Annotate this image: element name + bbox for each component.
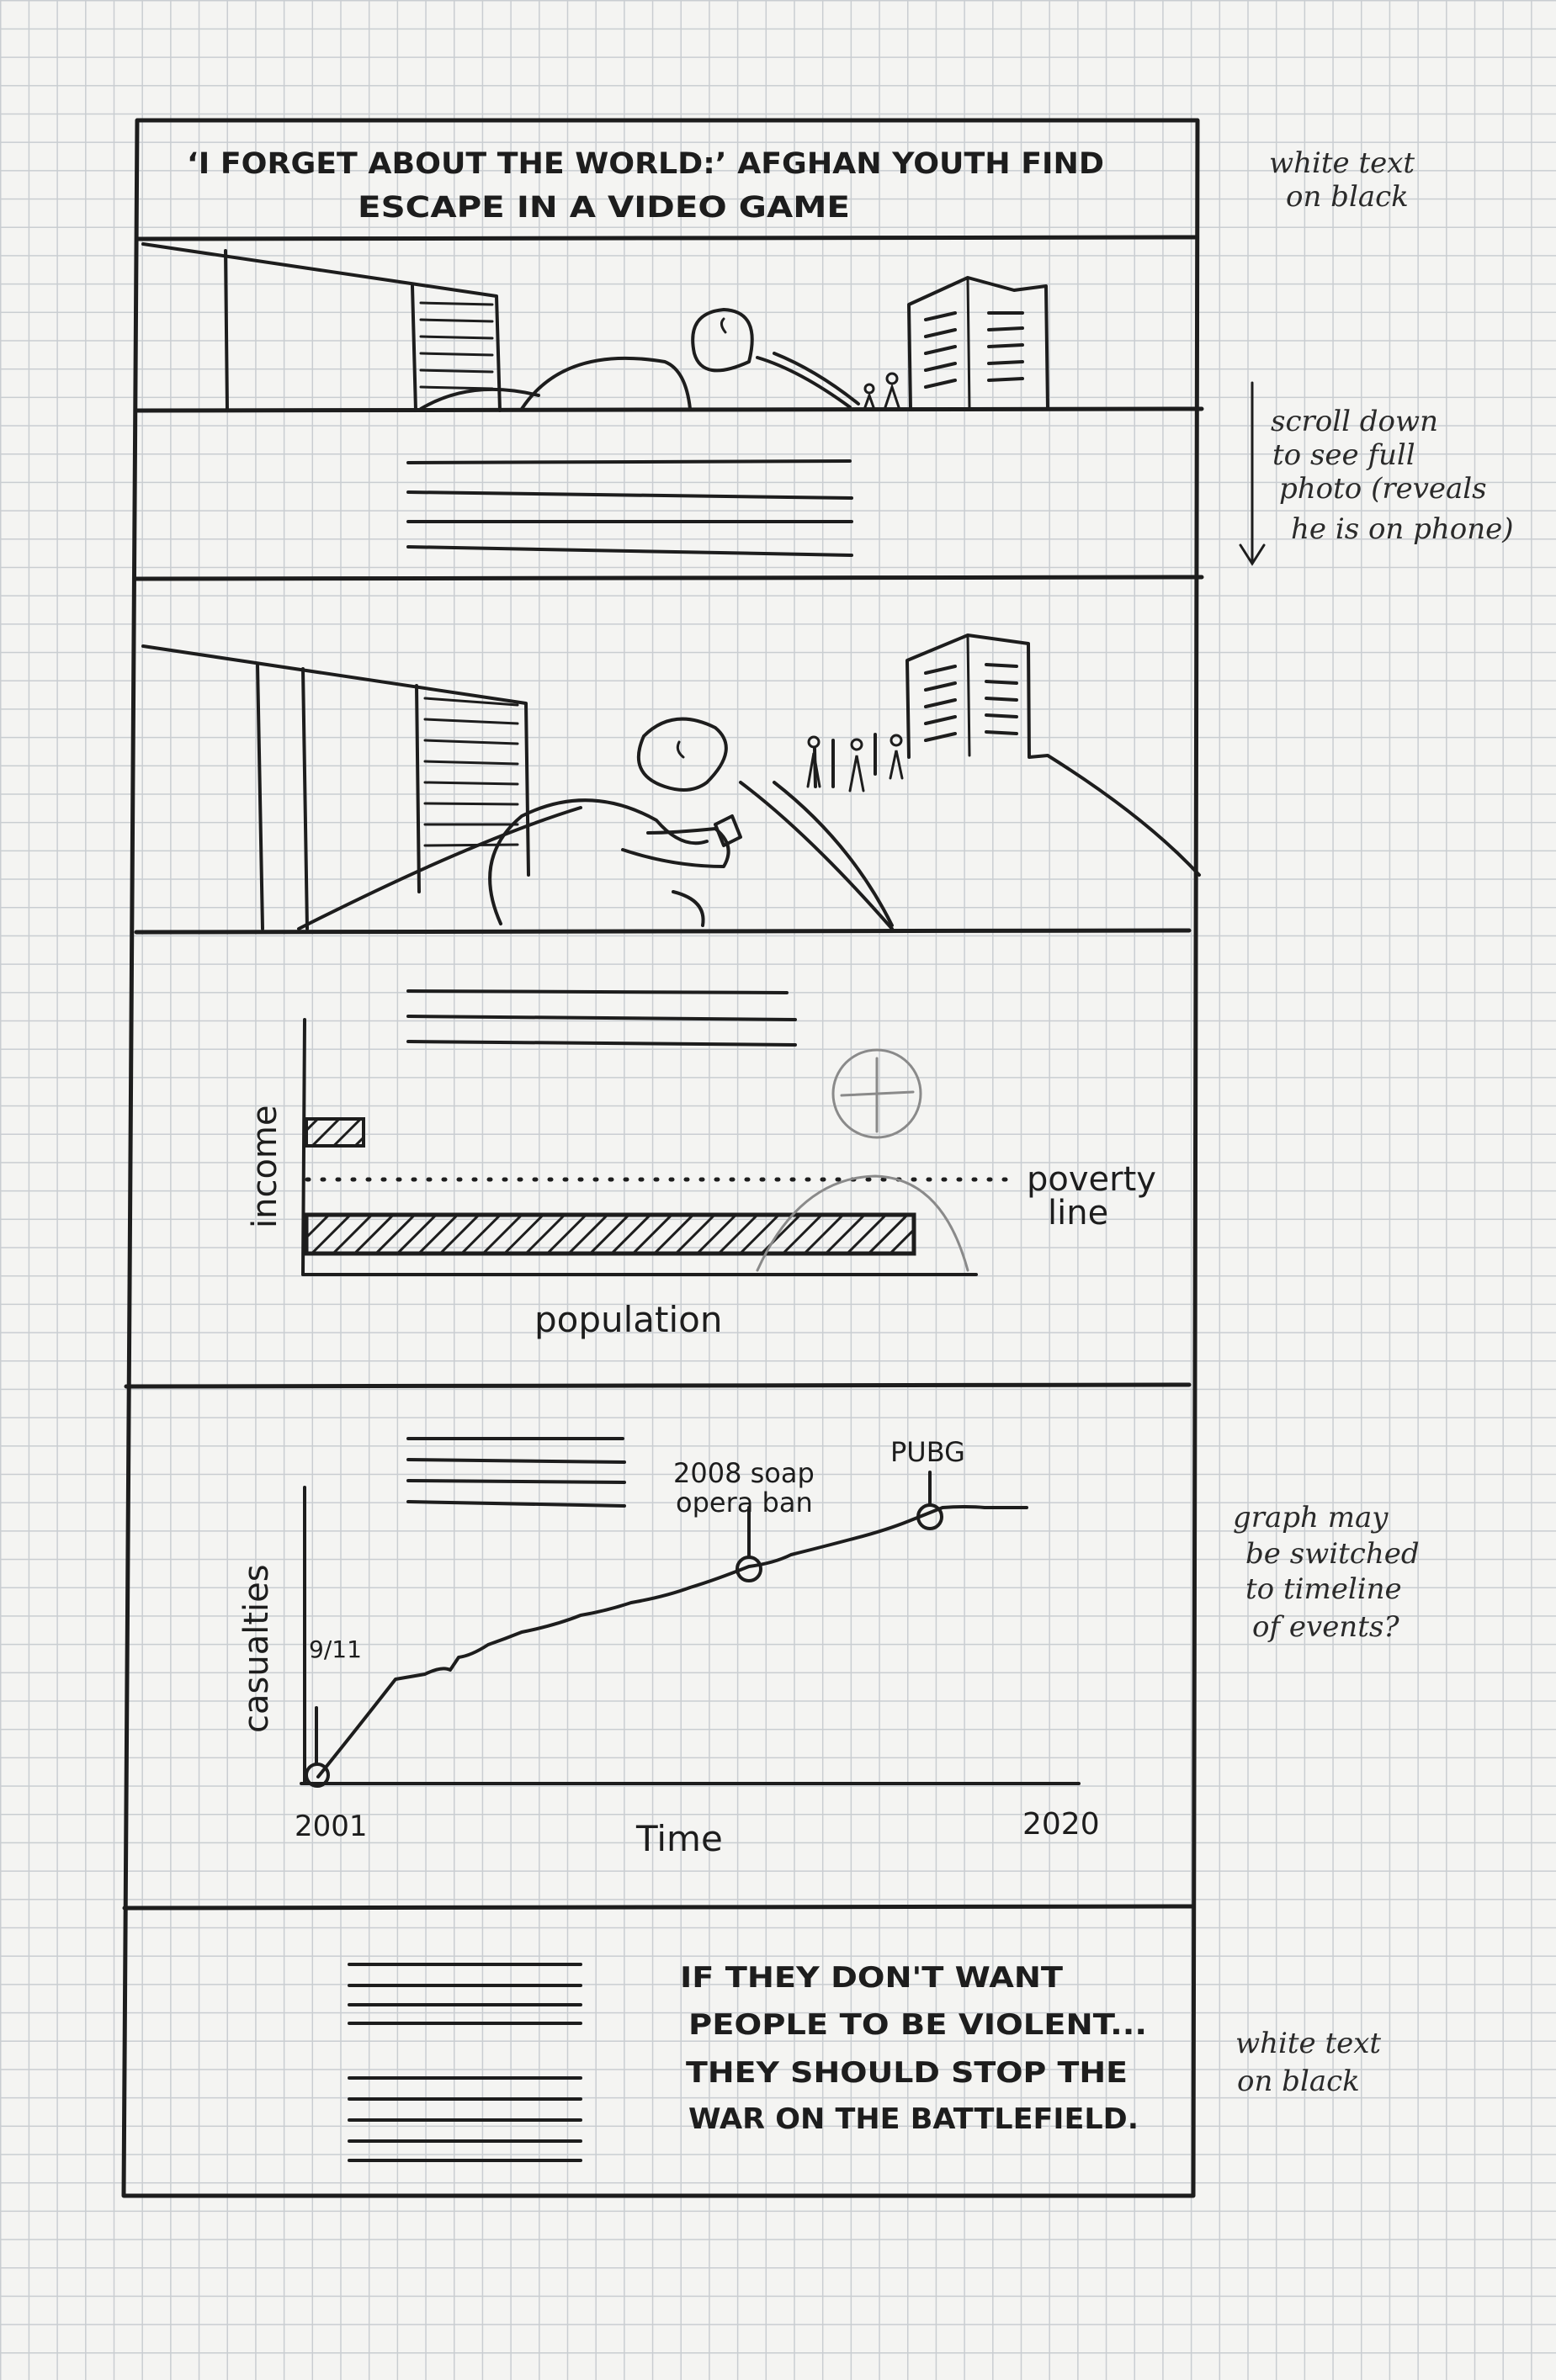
- poverty-line-label-1: poverty: [1027, 1160, 1156, 1199]
- poverty-line-label-2: line: [1048, 1194, 1108, 1232]
- casualty-y-label: casualties: [237, 1564, 276, 1733]
- casualty-text-placeholder: [406, 1437, 626, 1508]
- note-scroll-line-2: to see full: [1272, 438, 1415, 472]
- note-graph-line-1: graph may: [1233, 1501, 1389, 1535]
- annotation-pubg-label: PUBG: [890, 1436, 965, 1468]
- scroll-arrow-icon: [1239, 381, 1266, 566]
- divider-full-photo: [134, 928, 1192, 935]
- headline-panel: ‘I FORGET ABOUT THE WORLD:’ AFGHAN YOUTH…: [187, 147, 1104, 225]
- closing-quote-line-1: IF THEY DON'T WANT: [680, 1961, 1064, 1995]
- note-graph-line-2: be switched: [1245, 1537, 1420, 1571]
- divider-headline: [135, 235, 1198, 241]
- note-white-text-2-line-2: on black: [1237, 2065, 1360, 2098]
- income-y-axis: [301, 1018, 306, 1276]
- poor-bar: [304, 1212, 916, 1256]
- casualty-chart: casualties Time 2001 2020 9/11 2008 soap…: [237, 1436, 1100, 1859]
- note-white-text-1-line-1: white text: [1269, 146, 1415, 180]
- income-text-placeholder: [406, 989, 797, 1047]
- rich-bar: [305, 1117, 365, 1148]
- pencil-curve: [756, 1174, 969, 1272]
- note-white-text-2-line-1: white text: [1235, 2027, 1381, 2060]
- divider-income-chart: [124, 1382, 1192, 1389]
- closing-text-placeholder-bottom: [348, 2076, 582, 2162]
- person-head-full: [636, 717, 728, 792]
- annotation-soap-opera-label-1: 2008 soap: [673, 1457, 815, 1489]
- full-photo: [141, 633, 1201, 930]
- crosshair-icon: [831, 1048, 922, 1139]
- divider-hero: [135, 406, 1204, 413]
- annotation-soap-opera-ban: 2008 soap opera ban: [673, 1457, 815, 1582]
- closing-quote-line-4: WAR ON THE BATTLEFIELD.: [688, 2102, 1139, 2136]
- note-white-text-1-line-2: on black: [1286, 180, 1409, 214]
- annotation-911: 9/11: [305, 1635, 362, 1788]
- note-scroll-line-1: scroll down: [1271, 405, 1438, 438]
- x-tick-end: 2020: [1022, 1807, 1100, 1842]
- annotation-911-label: 9/11: [309, 1635, 362, 1663]
- note-scroll-line-4: he is on phone): [1291, 512, 1514, 546]
- annotation-soap-opera-label-2: opera ban: [676, 1487, 813, 1519]
- x-tick-start: 2001: [295, 1810, 368, 1843]
- income-y-label: income: [246, 1105, 284, 1228]
- headline-line-1: ‘I FORGET ABOUT THE WORLD:’ AFGHAN YOUTH…: [187, 147, 1104, 181]
- closing-panel: IF THEY DON'T WANT PEOPLE TO BE VIOLENT.…: [348, 1961, 1147, 2162]
- closing-quote-line-2: PEOPLE TO BE VIOLENT...: [688, 2008, 1147, 2042]
- note-graph-line-4: of events?: [1252, 1610, 1399, 1644]
- phone-icon: [714, 814, 742, 847]
- closing-text-placeholder-top: [348, 1963, 582, 2025]
- headline-line-2: ESCAPE IN A VIDEO GAME: [358, 191, 850, 225]
- casualty-series-line: [316, 1505, 1028, 1778]
- side-notes: white text on black scroll down to see f…: [1233, 146, 1514, 2098]
- income-chart: income population poverty line: [246, 989, 1156, 1340]
- closing-quote-line-3: THEY SHOULD STOP THE: [686, 2056, 1128, 2090]
- person-head: [691, 308, 754, 373]
- note-graph-line-3: to timeline: [1245, 1572, 1402, 1606]
- divider-casualty-chart: [122, 1904, 1196, 1911]
- income-x-label: population: [534, 1299, 723, 1340]
- divider-scroll-text: [134, 575, 1204, 581]
- hero-photo-cropped: [141, 242, 1049, 412]
- scroll-text-placeholder: [406, 459, 853, 557]
- annotation-pubg: PUBG: [890, 1436, 965, 1530]
- phone-arm: [621, 827, 730, 868]
- storyboard-frame: [121, 118, 1204, 2198]
- casualty-x-label: Time: [635, 1818, 723, 1859]
- note-scroll-line-3: photo (reveals: [1279, 472, 1487, 506]
